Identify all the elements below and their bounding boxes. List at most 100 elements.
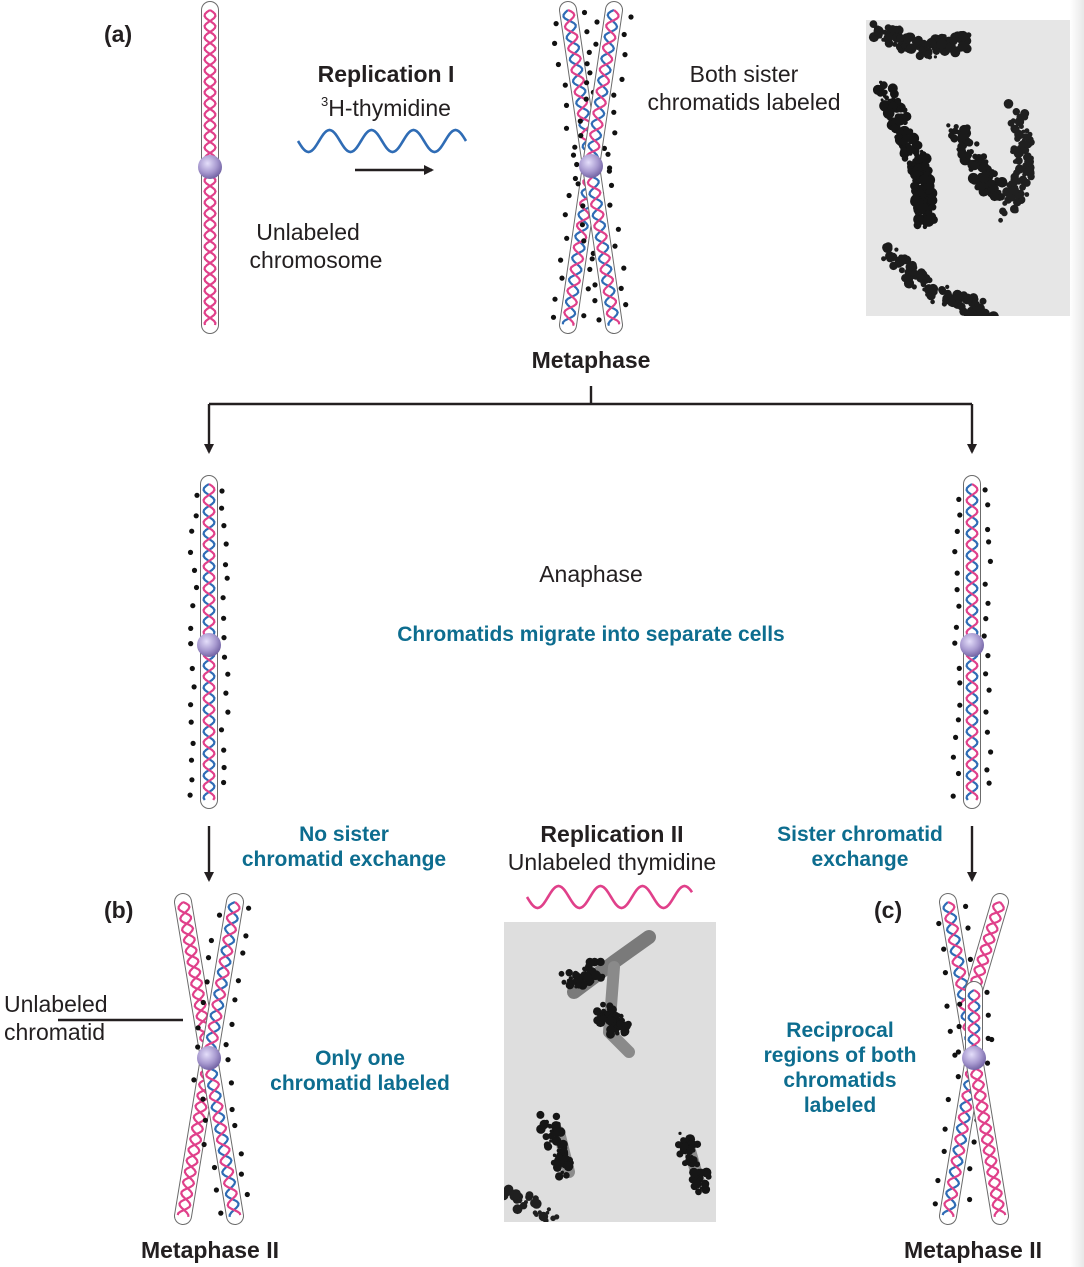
unlabeled-chromosome-line2: chromosome bbox=[249, 247, 383, 273]
chromatid-body bbox=[966, 1050, 1008, 1224]
silver-grain bbox=[188, 702, 194, 708]
chromatid-body bbox=[583, 158, 622, 333]
micrograph-grain bbox=[619, 1014, 623, 1018]
micrograph-grain bbox=[1015, 196, 1019, 200]
silver-grain bbox=[559, 275, 565, 281]
silver-grain bbox=[218, 727, 225, 733]
micrograph-grain bbox=[1019, 183, 1026, 191]
silver-grain bbox=[967, 956, 974, 963]
silver-grain bbox=[985, 653, 991, 659]
silver-grain bbox=[954, 587, 960, 593]
micrograph-grain bbox=[988, 174, 994, 180]
micrograph-grain bbox=[560, 1170, 564, 1175]
silver-grain bbox=[957, 702, 963, 708]
micrograph-grain bbox=[549, 1129, 554, 1134]
labeled-thymidine-wave bbox=[296, 128, 468, 154]
micrograph-grain bbox=[936, 38, 947, 49]
micrograph-grain bbox=[593, 1007, 602, 1016]
silver-grain bbox=[191, 1077, 197, 1083]
silver-grain bbox=[963, 903, 969, 910]
silver-grain bbox=[955, 1049, 962, 1055]
micrograph-grain bbox=[968, 149, 974, 155]
reciprocal-line3: chromatids bbox=[783, 1069, 897, 1092]
micrograph-grain bbox=[551, 1136, 562, 1146]
silver-grain bbox=[601, 145, 608, 151]
silver-grain bbox=[957, 680, 963, 686]
micrograph-grain bbox=[958, 32, 968, 41]
micrograph-grain bbox=[563, 1172, 570, 1179]
silver-grain bbox=[971, 1139, 977, 1145]
reciprocal-line4: labeled bbox=[803, 1094, 877, 1117]
silver-grain bbox=[221, 747, 227, 753]
silver-grain bbox=[585, 286, 591, 292]
micrograph-grain bbox=[686, 1145, 695, 1153]
silver-grain bbox=[941, 1148, 947, 1154]
silver-grain bbox=[570, 152, 577, 158]
micrograph-grain bbox=[980, 308, 990, 316]
silver-grain bbox=[572, 175, 579, 182]
micrograph-grain bbox=[538, 1211, 549, 1222]
dna-strand bbox=[176, 1057, 213, 1216]
micrograph-grain bbox=[930, 299, 935, 305]
micrograph-grain bbox=[548, 1125, 552, 1129]
silver-grain bbox=[581, 9, 588, 16]
silver-grain bbox=[956, 496, 962, 502]
micrograph-grain bbox=[926, 277, 933, 284]
silver-grain bbox=[574, 161, 580, 168]
silver-grain bbox=[584, 29, 590, 35]
micrograph-grain bbox=[593, 1016, 602, 1025]
silver-grain bbox=[572, 144, 578, 150]
micrograph-grain bbox=[922, 51, 926, 55]
silver-grain bbox=[985, 600, 991, 606]
silver-grain bbox=[952, 549, 958, 555]
micrograph-grain bbox=[678, 1131, 682, 1135]
silver-grain bbox=[563, 102, 570, 108]
micrograph-grain bbox=[681, 1142, 689, 1150]
silver-grain bbox=[581, 313, 587, 319]
silver-grain bbox=[221, 764, 227, 771]
silver-grain bbox=[562, 212, 568, 218]
silver-grain bbox=[229, 1021, 235, 1027]
silver-grain bbox=[587, 266, 593, 272]
micrograph-grain bbox=[886, 254, 895, 263]
silver-grain bbox=[221, 779, 227, 786]
silver-grain bbox=[218, 1210, 224, 1216]
silver-grain bbox=[225, 671, 231, 677]
micrograph-grain bbox=[956, 147, 961, 152]
silver-grain bbox=[605, 151, 611, 157]
silver-grain bbox=[584, 80, 590, 86]
silver-grain bbox=[982, 487, 988, 493]
micrograph-grain bbox=[881, 256, 887, 262]
micrograph-grain bbox=[984, 163, 989, 167]
centromere bbox=[579, 154, 603, 178]
silver-grain bbox=[608, 182, 615, 188]
micrograph-grain bbox=[689, 1167, 699, 1178]
dna-strand bbox=[941, 1057, 978, 1216]
silver-grain bbox=[555, 61, 562, 68]
micrograph-grain bbox=[563, 1161, 574, 1172]
micrograph-grain bbox=[600, 973, 606, 979]
micrograph-grain bbox=[606, 1005, 616, 1014]
micrograph-grain bbox=[536, 1124, 546, 1134]
micrograph-grain bbox=[1014, 129, 1024, 140]
silver-grain bbox=[953, 734, 959, 741]
silver-grain bbox=[563, 125, 570, 131]
dna-strand bbox=[203, 1057, 240, 1217]
silver-grain bbox=[942, 970, 949, 976]
micrograph-grain bbox=[556, 1148, 561, 1153]
micrograph-grain bbox=[955, 129, 961, 135]
silver-grain bbox=[240, 950, 246, 956]
silver-grain bbox=[222, 562, 229, 568]
silver-grain bbox=[243, 933, 249, 939]
micrograph-grain bbox=[1014, 201, 1019, 207]
chromatid-body bbox=[201, 1050, 243, 1224]
silver-grain bbox=[193, 584, 200, 591]
silver-grain bbox=[983, 671, 989, 677]
silver-grain bbox=[982, 581, 988, 587]
micrograph-grain bbox=[894, 247, 899, 252]
micrograph-grain bbox=[575, 982, 583, 989]
unlabeled-thymidine-wave bbox=[525, 884, 694, 910]
micrograph-grain bbox=[896, 34, 905, 42]
silver-grain bbox=[188, 719, 194, 725]
